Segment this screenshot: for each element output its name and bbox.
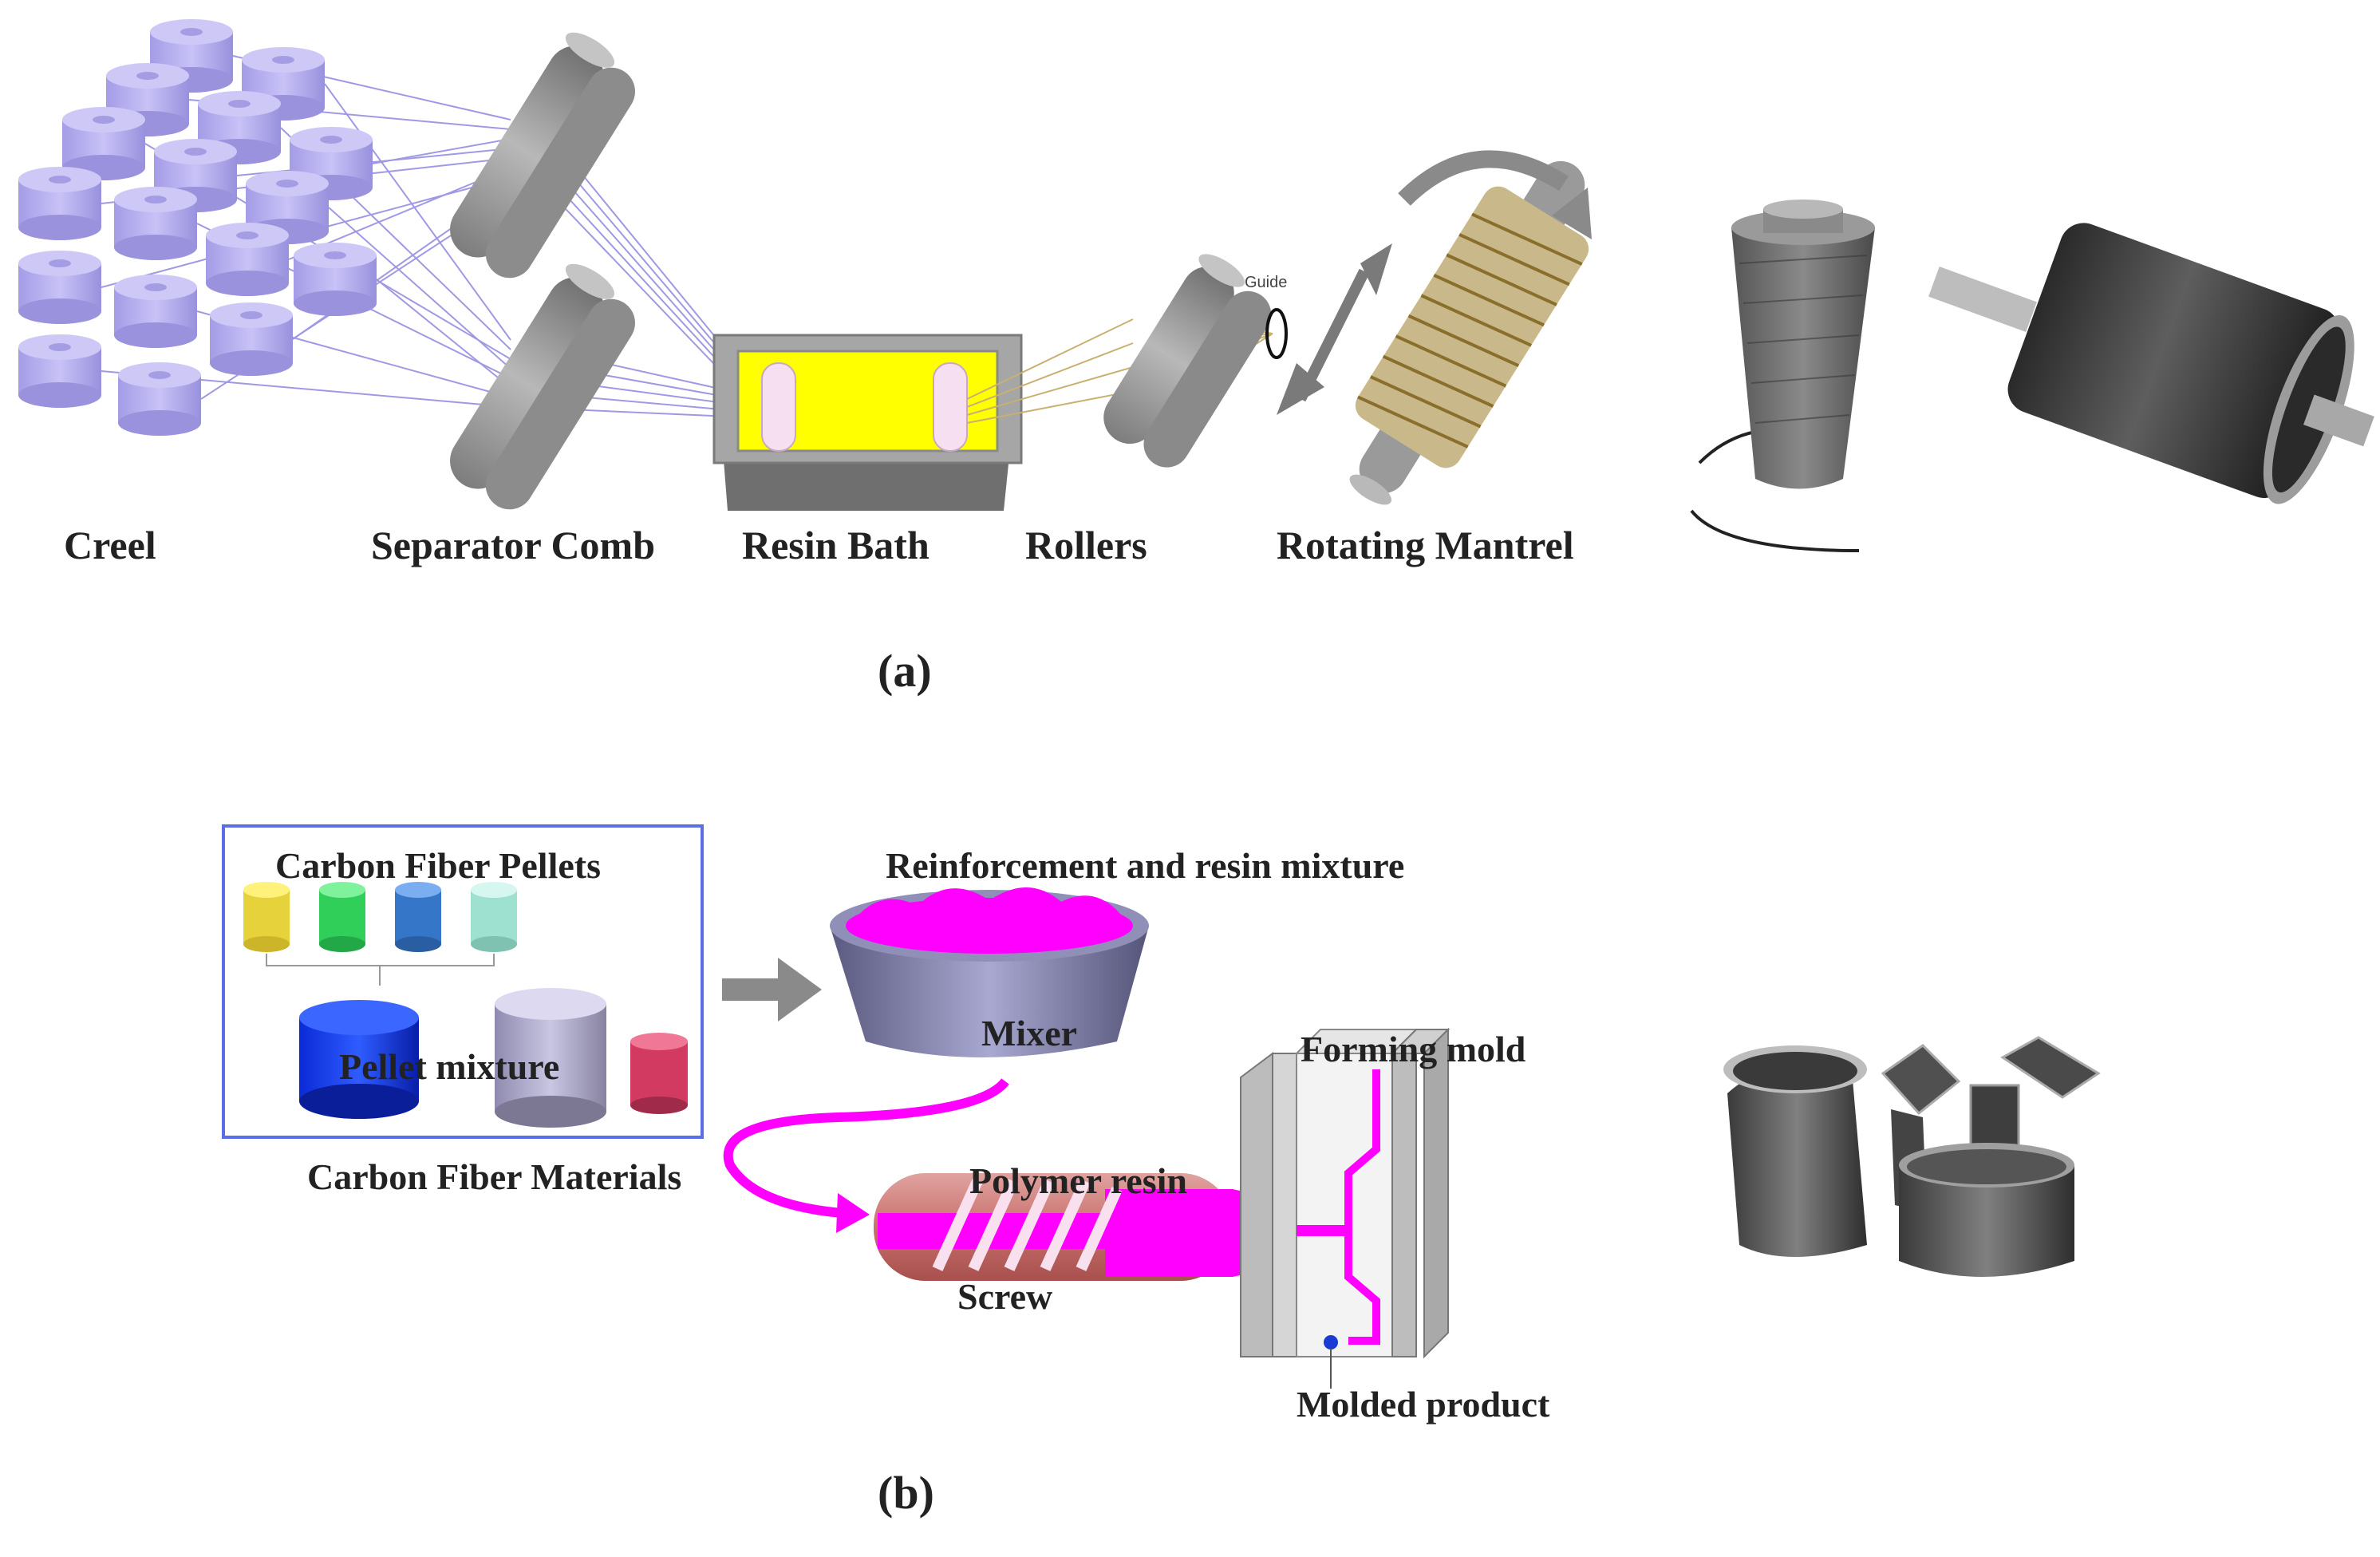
spool (18, 251, 101, 324)
carbon-fiber-materials-frame (222, 824, 704, 1139)
traverse-arrow (1277, 243, 1392, 415)
spool (18, 167, 101, 240)
carbon-fiber-cone-photo (1690, 200, 1875, 552)
panel-b: Carbon Fiber Pellets Pellet mixture Carb… (222, 824, 2101, 1519)
screw (932, 1179, 1123, 1271)
spool (114, 275, 197, 348)
separator-comb-label: Separator Comb (371, 523, 655, 567)
spool (114, 187, 197, 260)
forming-mold (1240, 1027, 1450, 1389)
rotating-mandrel (1349, 160, 1589, 505)
spool (206, 223, 289, 296)
separator-comb-lower (450, 263, 635, 510)
spool (294, 243, 377, 316)
carbon-tube-products-photo (1723, 1036, 2101, 1277)
forming-mold-label: Forming mold (1301, 1029, 1526, 1069)
mixer-label: Mixer (981, 1013, 1077, 1053)
resin-bath (712, 334, 1023, 511)
spool (118, 362, 201, 436)
mixer (830, 887, 1149, 1057)
pellet-cylinders (243, 882, 517, 952)
caption-a: (a) (878, 645, 932, 697)
carbon-fiber-pellets-label: Carbon Fiber Pellets (275, 845, 601, 886)
creel-label: Creel (64, 523, 156, 567)
rotating-mantrel-label: Rotating Mantrel (1277, 523, 1574, 567)
caption-b: (b) (878, 1467, 934, 1519)
spool (18, 334, 101, 408)
guide-ring (1265, 308, 1288, 359)
pellet-bracket (266, 954, 495, 986)
creel-spools (18, 19, 377, 436)
flow-arrow-to-mixer (722, 958, 822, 1022)
molded-product-label: Molded product (1297, 1384, 1550, 1425)
carbon-fiber-materials-label: Carbon Fiber Materials (307, 1156, 681, 1197)
rollers (1103, 254, 1272, 468)
material-flow-arrow (723, 1078, 1009, 1233)
pellet-mixture-cylinders (299, 988, 688, 1128)
guide-label: Guide (1245, 274, 1287, 291)
spool (210, 302, 293, 376)
reinforcement-mixture-label: Reinforcement and resin mixture (886, 845, 1404, 886)
screw-label: Screw (957, 1276, 1052, 1317)
panel-a: Guide (18, 19, 2374, 697)
resin-bath-label: Resin Bath (742, 523, 930, 567)
pellet-mixture-label: Pellet mixture (339, 1046, 559, 1087)
separator-comb-upper (450, 32, 635, 279)
rollers-label: Rollers (1025, 523, 1147, 567)
polymer-resin-label: Polymer resin (969, 1160, 1187, 1201)
rotation-arrow (1398, 150, 1592, 239)
carbon-fiber-roller-photo (1928, 223, 2374, 504)
